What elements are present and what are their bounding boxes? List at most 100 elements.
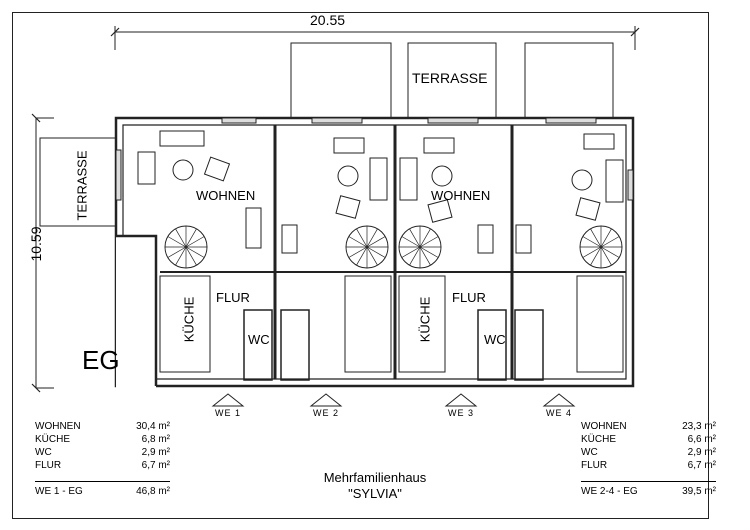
stair-step — [401, 236, 421, 248]
title-line-2: "SYLVIA" — [348, 486, 402, 501]
window — [427, 117, 479, 124]
drawing-frame — [12, 12, 709, 519]
coffee-table — [337, 165, 359, 187]
stair-step — [600, 246, 620, 258]
entrance-label-we3: WE 3 — [448, 408, 475, 418]
room-label-wc-1: WC — [248, 332, 270, 347]
entrance-marker — [542, 393, 576, 407]
window — [545, 117, 597, 124]
stair-step — [419, 246, 431, 266]
stair-step — [409, 228, 421, 248]
window — [311, 117, 363, 124]
stair-step — [185, 246, 197, 266]
entrance-label-we4: WE 4 — [546, 408, 573, 418]
dimension-tick — [31, 113, 41, 123]
entrance-label-we2: WE 2 — [313, 408, 340, 418]
dimension-tick — [110, 27, 120, 37]
coffee-table — [571, 169, 593, 191]
stair-step — [356, 228, 368, 248]
coffee-table — [431, 165, 453, 187]
room-label-wohnen-3: WOHNEN — [431, 188, 491, 203]
dimension-tick — [31, 383, 41, 393]
dimension-depth-label: 10.59 — [28, 226, 44, 262]
window — [221, 117, 257, 124]
stair-step — [401, 246, 421, 258]
stair-step — [356, 246, 368, 266]
wc-room — [280, 309, 310, 381]
kitchen-room — [398, 275, 446, 373]
sofa — [333, 137, 365, 154]
stair-step — [348, 246, 368, 258]
window — [115, 149, 122, 201]
entrance-marker — [211, 393, 245, 407]
entrance-label-we1: WE 1 — [215, 408, 242, 418]
stair-step — [175, 246, 187, 266]
stair-step — [348, 236, 368, 248]
stair-step — [185, 246, 205, 258]
stair-step — [366, 246, 378, 266]
kitchen-room — [576, 275, 624, 373]
wc-room — [514, 309, 544, 381]
stair-step — [409, 246, 421, 266]
sofa — [399, 157, 418, 201]
inner-wall-outline — [122, 124, 627, 380]
sofa — [583, 133, 615, 150]
window — [627, 169, 634, 201]
stair-step — [590, 228, 602, 248]
kitchen-room — [159, 275, 211, 373]
floor-label: EG — [82, 345, 120, 375]
entrance-marker — [444, 393, 478, 407]
room-label-kueche-1: KÜCHE — [181, 296, 197, 343]
wc-room — [243, 309, 273, 381]
stair-step — [582, 236, 602, 248]
stair-step — [600, 228, 612, 248]
armchair — [575, 197, 601, 221]
stair-step — [419, 236, 439, 248]
terrace-top-3 — [524, 42, 614, 119]
terrace-label: TERRASSE — [412, 70, 488, 86]
dining-table — [281, 224, 298, 254]
sofa — [605, 159, 624, 203]
armchair — [203, 156, 231, 182]
stair-step — [167, 246, 187, 258]
stair-step — [366, 236, 386, 248]
dining-table — [477, 224, 494, 254]
outer-wall-notch — [116, 234, 158, 386]
room-label-wc-3: WC — [484, 332, 506, 347]
drawing-title: Mehrfamilienhaus "SYLVIA" — [300, 470, 450, 502]
sofa — [423, 137, 455, 154]
stair-step — [419, 246, 439, 258]
stair-step — [366, 246, 386, 258]
stair-step — [366, 228, 378, 248]
sofa — [369, 157, 388, 201]
kitchen-room — [344, 275, 392, 373]
room-label-flur-1: FLUR — [216, 290, 250, 305]
stair-step — [590, 246, 602, 266]
stair-step — [185, 236, 205, 248]
coffee-table — [172, 159, 194, 181]
sofa — [159, 130, 205, 147]
dining-table — [515, 224, 532, 254]
dimension-width-label: 20.55 — [310, 12, 346, 28]
room-label-flur-3: FLUR — [452, 290, 486, 305]
stair-step — [600, 236, 620, 248]
dining-table — [245, 207, 262, 249]
stair-step — [419, 228, 431, 248]
entrance-marker — [309, 393, 343, 407]
sofa — [137, 151, 156, 185]
room-label-wohnen-1: WOHNEN — [196, 188, 256, 203]
terrace-label-left: TERRASSE — [74, 150, 90, 221]
stair-step — [185, 228, 197, 248]
